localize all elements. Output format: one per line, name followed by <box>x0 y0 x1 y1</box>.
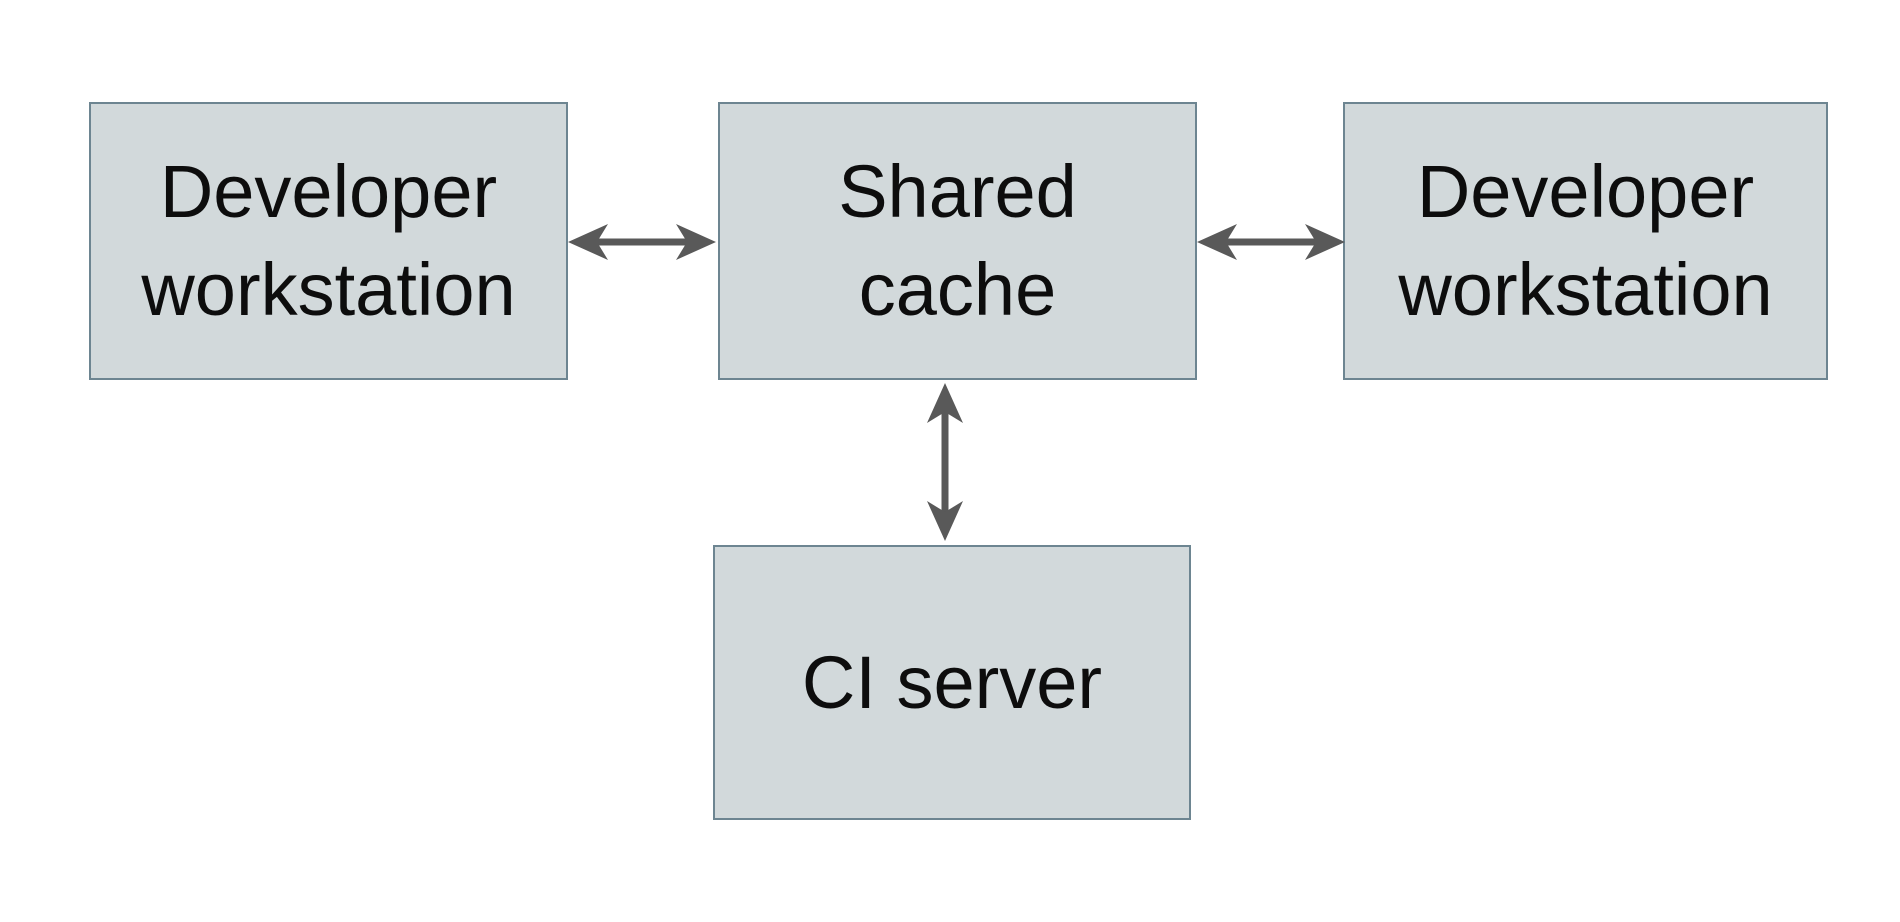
bidirectional-arrow-icon-cache-right <box>1197 224 1345 260</box>
node-label-ci-server: CI server <box>801 640 1103 724</box>
bidirectional-arrow-icon-left-cache <box>568 224 716 260</box>
node-developer-workstation-right: Developer workstation <box>1343 102 1828 380</box>
node-label-developer-workstation-right: Developer workstation <box>1398 150 1773 331</box>
node-ci-server: CI server <box>713 545 1191 820</box>
node-shared-cache: Shared cache <box>718 102 1197 380</box>
bidirectional-arrow-icon-cache-ci <box>927 383 963 541</box>
node-label-developer-workstation-left: Developer workstation <box>141 150 516 331</box>
node-label-shared-cache: Shared cache <box>838 150 1077 331</box>
node-developer-workstation-left: Developer workstation <box>89 102 568 380</box>
